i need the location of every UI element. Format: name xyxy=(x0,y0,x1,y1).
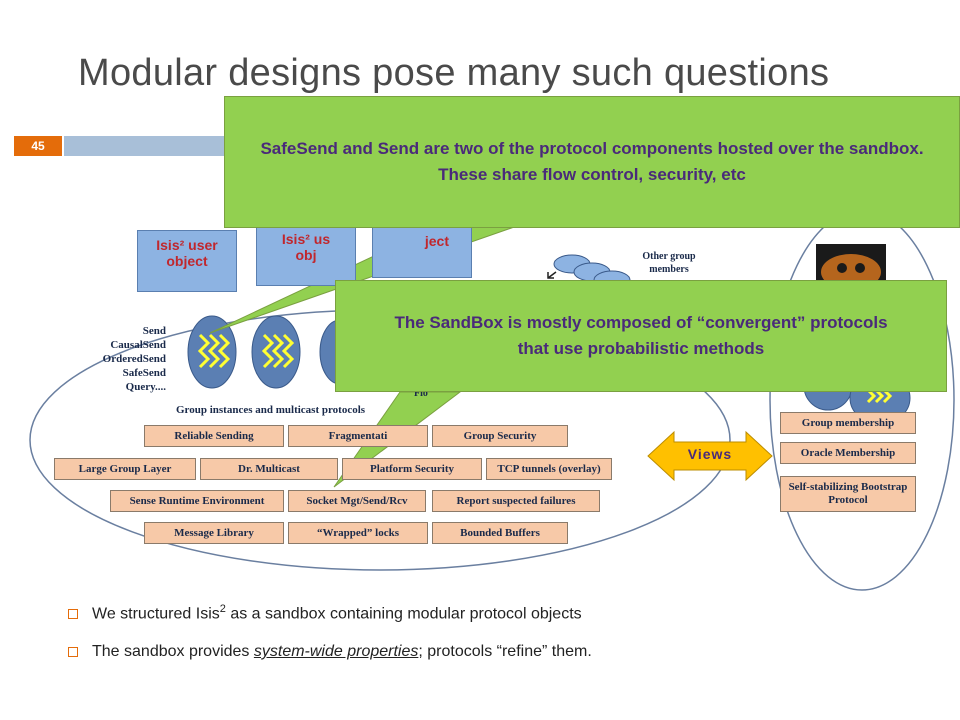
user-object-1-line2: object xyxy=(166,253,208,269)
user-object-1-line1: Isis² user xyxy=(156,237,218,253)
module-bounded-buffers: Bounded Buffers xyxy=(432,522,568,544)
protocol-send: Send xyxy=(142,325,166,337)
protocol-object-1 xyxy=(187,315,237,389)
right-oracle-membership: Oracle Membership xyxy=(780,442,916,464)
callout-sandbox: The SandBox is mostly composed of “conve… xyxy=(335,280,947,392)
slide-title: Modular designs pose many such questions xyxy=(78,52,830,94)
user-object-2: Isis² us obj xyxy=(256,224,356,286)
module-dr-multicast: Dr. Multicast xyxy=(200,458,338,480)
callout-safesend: SafeSend and Send are two of the protoco… xyxy=(224,96,960,228)
bullet-1-sup: 2 xyxy=(219,603,226,615)
bullet-2-emphasis: system-wide properties xyxy=(253,643,419,660)
bullet-square-icon xyxy=(68,646,78,657)
arrow-icon xyxy=(547,271,557,279)
bullet-1-post: as a sandbox containing modular protocol… xyxy=(225,605,582,623)
protocol-causalsend: CausalSend xyxy=(110,339,166,351)
protocol-query: Query.... xyxy=(125,381,166,393)
bullet-2-post: ; protocols “refine” them. xyxy=(418,643,592,660)
slide-number: 45 xyxy=(14,136,62,156)
module-wrapped-locks: “Wrapped” locks xyxy=(288,522,428,544)
flow-label: Flo xyxy=(414,388,428,399)
user-object-1: Isis² user object xyxy=(137,230,237,292)
group-instances-label: Group instances and multicast protocols xyxy=(176,404,366,416)
module-tcp-tunnels: TCP tunnels (overlay) xyxy=(486,458,612,480)
module-large-group-layer: Large Group Layer xyxy=(54,458,196,480)
module-sense-runtime: Sense Runtime Environment xyxy=(110,490,284,512)
right-bootstrap-protocol: Self-stabilizing Bootstrap Protocol xyxy=(780,476,916,512)
protocol-object-2 xyxy=(251,315,301,389)
other-group-line1: Other group xyxy=(642,251,696,262)
other-group-line2: members xyxy=(649,264,689,275)
bullet-2-pre: The sandbox provides xyxy=(92,643,254,660)
right-group-membership: Group membership xyxy=(780,412,916,434)
module-fragmentation: Fragmentati xyxy=(288,425,428,447)
user-object-2-line1: Isis² us xyxy=(281,231,331,247)
bullet-square-icon xyxy=(68,609,78,620)
user-object-2-line2: obj xyxy=(295,247,317,263)
other-group-members-label: Other group members xyxy=(634,250,704,276)
bullet-2: The sandbox provides system-wide propert… xyxy=(68,643,592,661)
views-arrow xyxy=(647,430,773,482)
module-platform-security: Platform Security xyxy=(342,458,482,480)
module-message-library: Message Library xyxy=(144,522,284,544)
module-group-security: Group Security xyxy=(432,425,568,447)
module-socket-mgt: Socket Mgt/Send/Rcv xyxy=(288,490,426,512)
bullet-1-pre: We structured Isis xyxy=(92,605,220,623)
protocol-list: Send CausalSend OrderedSend SafeSend Que… xyxy=(96,324,166,394)
views-label: Views xyxy=(687,446,733,462)
module-reliable-sending: Reliable Sending xyxy=(144,425,284,447)
bullet-1: We structured Isis2 as a sandbox contain… xyxy=(68,603,582,623)
protocol-orderedsend: OrderedSend xyxy=(102,353,166,365)
module-report-failures: Report suspected failures xyxy=(432,490,600,512)
protocol-safesend: SafeSend xyxy=(122,367,166,379)
other-members-cloud xyxy=(553,254,631,290)
user-object-3-line2: ject xyxy=(424,233,449,249)
